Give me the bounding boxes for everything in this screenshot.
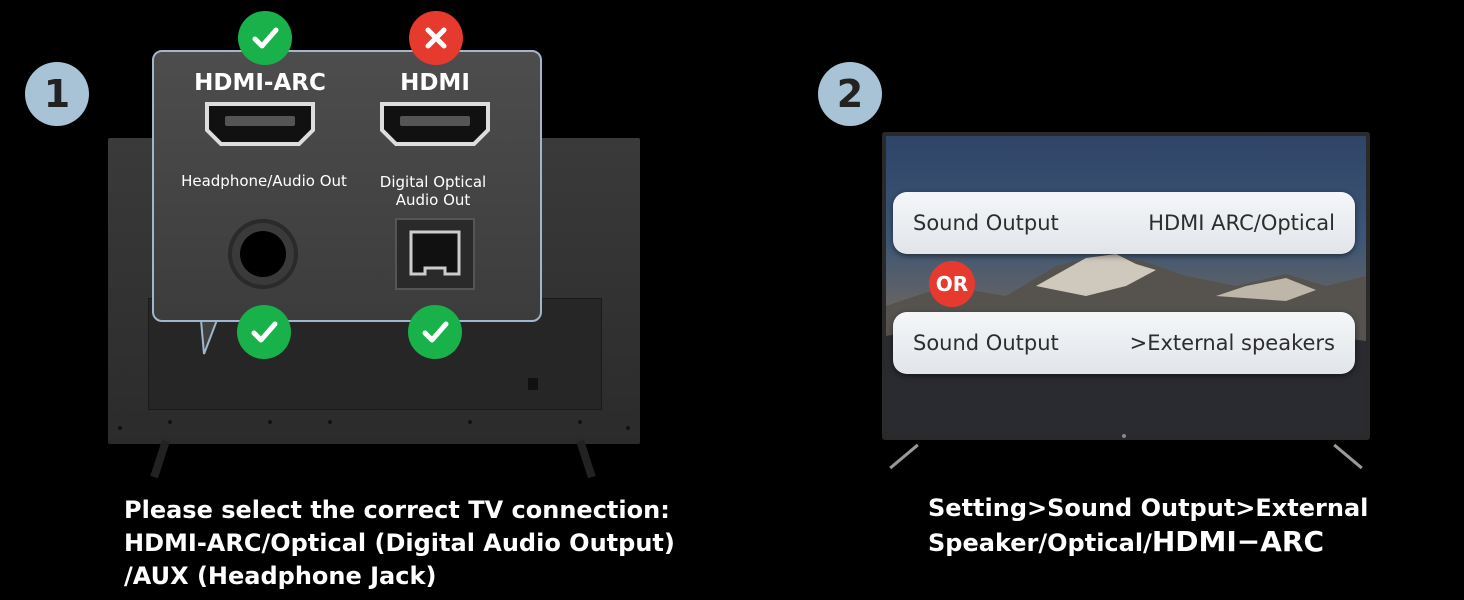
hdmi-port-icon [205,102,315,146]
step-1-badge: 1 [25,62,89,126]
hdmi-label: HDMI [400,70,470,96]
caption-line: Please select the correct TV connection: [124,496,670,524]
port-callout-panel [152,50,542,322]
tv-stand-right [1333,443,1363,470]
step-1-caption: Please select the correct TV connection:… [124,494,675,593]
check-icon [238,11,292,65]
menu-item-label: Sound Output [913,331,1059,355]
optical-label-line2: Audio Out [395,191,471,209]
check-icon [408,305,462,359]
cross-icon [409,11,463,65]
menu-item-label: Sound Output [913,211,1059,235]
optical-label-line1: Digital Optical [379,173,487,191]
caption-line: Setting>Sound Output>External [928,494,1369,522]
caption-line: HDMI-ARC/Optical (Digital Audio Output) [124,529,675,557]
headphone-jack-icon [228,219,298,289]
hdmi-arc-label: HDMI-ARC [194,70,326,96]
step-2-badge: 2 [818,62,882,126]
caption-prefix: Speaker/Optical/ [928,529,1152,557]
tv-stand-left [889,443,919,470]
headphone-label: Headphone/Audio Out [181,172,347,190]
sound-output-hdmi-arc-option[interactable]: Sound Output HDMI ARC/Optical [893,192,1355,254]
optical-port-icon [395,218,475,290]
menu-item-value: >External speakers [1129,331,1335,355]
menu-item-value: HDMI ARC/Optical [1148,211,1335,235]
callout-tail [200,320,218,355]
check-icon [237,305,291,359]
tv-leg-right [576,439,596,479]
or-badge: OR [929,261,975,307]
step-2-caption: Setting>Sound Output>External Speaker/Op… [928,492,1368,560]
caption-emphasis: HDMI−ARC [1151,525,1325,558]
sound-output-external-speakers-option[interactable]: Sound Output >External speakers [893,312,1355,374]
tv-leg-left [150,439,170,479]
caption-line: Speaker/Optical/HDMI−ARC [928,525,1368,560]
tv-logo [1122,434,1126,438]
caption-line: /AUX (Headphone Jack) [124,562,437,590]
hdmi-port-icon [380,102,490,146]
